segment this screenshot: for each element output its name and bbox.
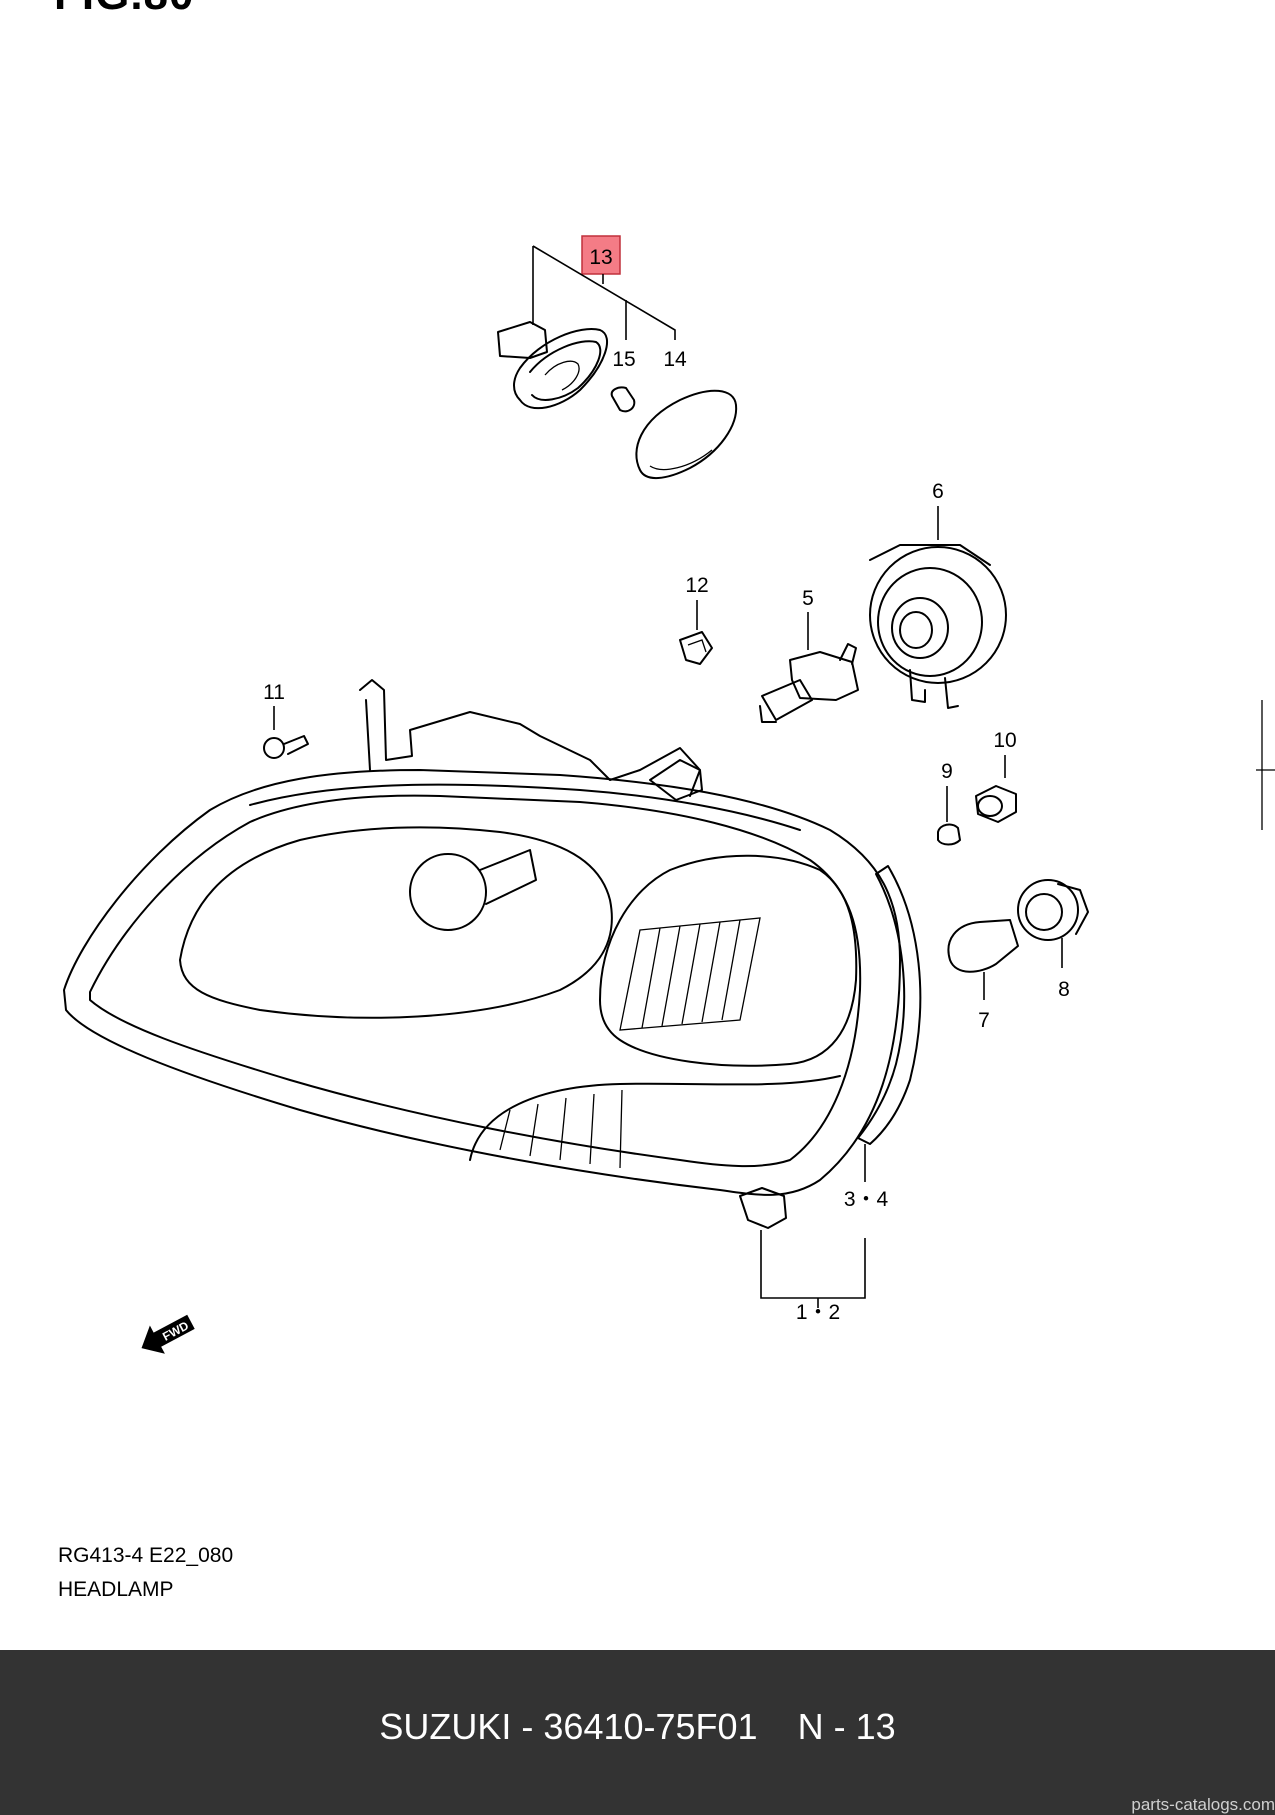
callout-13-highlight[interactable] <box>581 235 621 275</box>
headlamp-housing <box>63 679 922 1229</box>
diagram-code: RG413-4 E22_080 <box>58 1544 234 1567</box>
callout-13[interactable]: 13 <box>589 246 612 269</box>
callout-11[interactable]: 11 <box>263 681 285 704</box>
callout-10[interactable]: 10 <box>993 729 1016 752</box>
bulb-cover: 6 <box>869 480 1007 709</box>
screw: 11 <box>263 681 309 759</box>
callout-5[interactable]: 5 <box>802 587 814 610</box>
assembly-callouts: 3・4 1・2 <box>760 1144 889 1324</box>
callout-9[interactable]: 9 <box>941 760 953 783</box>
turn-signal-bulb-socket: 8 7 <box>947 879 1089 1032</box>
h4-bulb: 5 <box>759 587 859 723</box>
headlamp-exploded-view: 13 15 14 6 <box>63 235 1275 1354</box>
callout-6[interactable]: 6 <box>932 480 944 503</box>
parts-diagram: FIG.80 13 15 14 6 <box>54 0 1275 1601</box>
fwd-arrow-icon: FWD <box>141 1314 195 1354</box>
callout-1-2[interactable]: 1・2 <box>796 1301 840 1324</box>
callout-8[interactable]: 8 <box>1058 978 1070 1001</box>
figure-title: FIG.80 <box>54 0 195 20</box>
callout-7[interactable]: 7 <box>978 1009 990 1032</box>
footer-bar: SUZUKI - 36410-75F01 N - 13 parts-catalo… <box>0 1650 1275 1815</box>
callout-3-4[interactable]: 3・4 <box>844 1188 889 1211</box>
position-lamp-socket: 10 9 <box>937 729 1017 846</box>
clip: 12 <box>679 574 713 665</box>
callout-12[interactable]: 12 <box>685 574 708 597</box>
part-number-label: SUZUKI - 36410-75F01 N - 13 <box>379 1706 896 1747</box>
diagram-name: HEADLAMP <box>58 1578 174 1601</box>
callout-15[interactable]: 15 <box>612 348 635 371</box>
side-marker-assembly: 13 15 14 <box>497 235 738 479</box>
watermark[interactable]: parts-catalogs.com <box>1131 1795 1275 1814</box>
callout-14[interactable]: 14 <box>663 348 687 371</box>
